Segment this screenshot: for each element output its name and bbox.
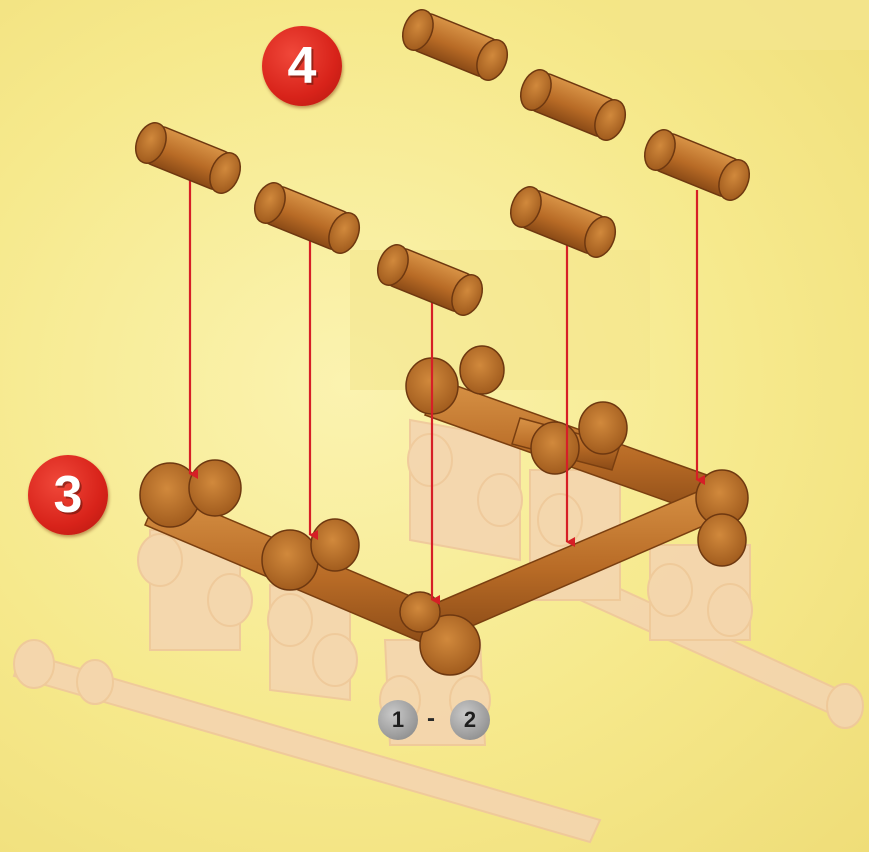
step-3-badge: 3 bbox=[28, 455, 108, 535]
ghost-log-end bbox=[208, 574, 252, 626]
ghost-log-end bbox=[313, 634, 357, 686]
ghost-log-end bbox=[77, 660, 113, 704]
step-4-badge: 4 bbox=[262, 26, 342, 106]
ghost-log-end bbox=[14, 640, 54, 688]
reference-step-1-badge: 1 bbox=[378, 700, 418, 740]
frame-log-end bbox=[460, 346, 504, 394]
short-log bbox=[249, 178, 365, 257]
short-log bbox=[130, 118, 246, 197]
frame-log-end bbox=[262, 530, 318, 590]
ghost-log-end bbox=[538, 494, 582, 546]
short-log bbox=[505, 182, 621, 261]
frame-log-end bbox=[311, 519, 359, 571]
frame-log-end bbox=[400, 592, 440, 632]
ghost-log-end bbox=[708, 584, 752, 636]
ghost-log-end bbox=[138, 534, 182, 586]
reference-step-1-number: 1 bbox=[392, 707, 404, 733]
ghost-log-end bbox=[648, 564, 692, 616]
ghost-log-end bbox=[408, 434, 452, 486]
frame-log-end bbox=[698, 514, 746, 566]
frame-log-end bbox=[531, 422, 579, 474]
reference-step-2-badge: 2 bbox=[450, 700, 490, 740]
ghost-log-end bbox=[827, 684, 863, 728]
reference-separator: - bbox=[427, 705, 435, 733]
frame-log-end bbox=[189, 460, 241, 516]
frame-log-end bbox=[579, 402, 627, 454]
step-4-number: 4 bbox=[288, 36, 317, 96]
reference-step-2-number: 2 bbox=[464, 707, 476, 733]
short-log bbox=[515, 65, 631, 144]
step4-short-logs bbox=[130, 5, 755, 319]
ghost-log-end bbox=[478, 474, 522, 526]
step-3-number: 3 bbox=[54, 465, 83, 525]
ghost-log-end bbox=[268, 594, 312, 646]
short-log bbox=[397, 5, 513, 84]
ghost-faded-text-block bbox=[620, 0, 869, 50]
